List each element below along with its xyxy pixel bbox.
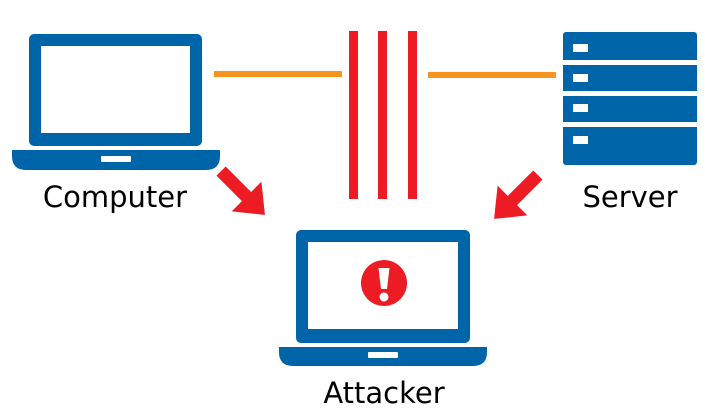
interception-bars bbox=[349, 31, 417, 199]
arrow-icon-left bbox=[216, 166, 265, 215]
arrow-icon-right bbox=[494, 170, 543, 219]
interception-bar bbox=[349, 31, 358, 199]
interception-bar bbox=[408, 31, 417, 199]
server-label: Server bbox=[582, 180, 677, 214]
interception-bar bbox=[378, 31, 387, 199]
exclamation-circle-icon bbox=[361, 260, 407, 306]
computer-label: Computer bbox=[43, 180, 187, 214]
computer-laptop-icon bbox=[12, 34, 220, 170]
server-rack-icon bbox=[563, 32, 697, 165]
attacker-label: Attacker bbox=[323, 376, 444, 410]
